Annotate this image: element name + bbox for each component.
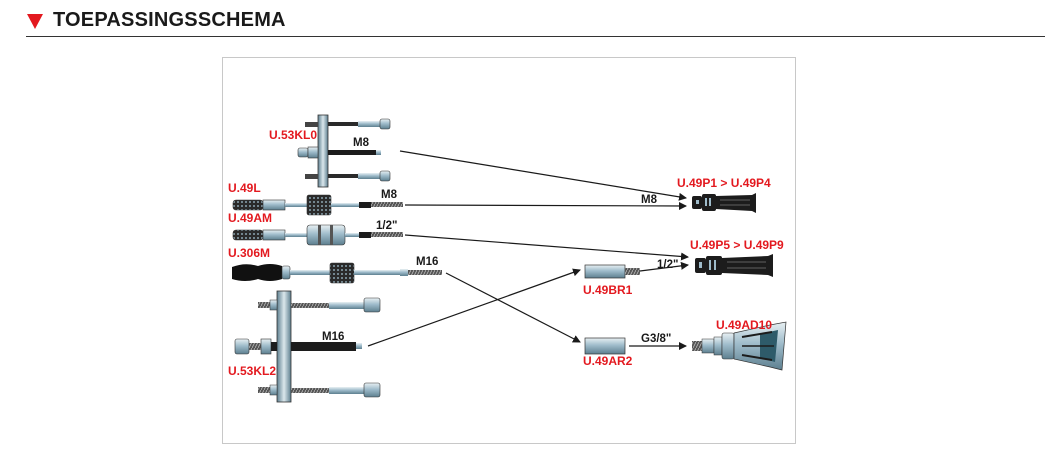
adapter-u49br1[interactable]	[584, 264, 640, 279]
arrow-label-m8: M8	[641, 194, 658, 206]
line-53kl2-to-br1	[367, 268, 581, 347]
line-306m-to-ar2	[445, 272, 581, 343]
tool-u49am[interactable]	[232, 224, 403, 246]
red-triangle-icon	[27, 14, 43, 29]
tool-u49l[interactable]	[232, 194, 403, 216]
label-u49p1-p4: U.49P1 > U.49P4	[677, 176, 771, 190]
label-u53kl0: U.53KL0	[269, 128, 317, 142]
line-53kl0-to-p1	[399, 150, 687, 201]
section-title: TOEPASSINGSSCHEMA	[53, 9, 286, 31]
tool-u53kl2[interactable]	[234, 290, 381, 403]
label-u49ad10: U.49AD10	[716, 318, 772, 332]
connection-lines	[367, 150, 689, 350]
diagram-frame	[222, 57, 796, 444]
thread-u49am: 1/2"	[376, 220, 397, 232]
label-u49am: U.49AM	[228, 211, 272, 225]
arrow-label-g38: G3/8"	[641, 333, 671, 345]
thread-u306m: M16	[416, 256, 438, 268]
target-u49p5-p9[interactable]	[695, 254, 773, 277]
label-u49l: U.49L	[228, 181, 261, 195]
line-49am-to-p5	[404, 234, 689, 261]
arrow-label-half-inch: 1/2"	[657, 259, 678, 271]
line-br1-to-p5	[639, 261, 689, 272]
thread-u49l: M8	[381, 189, 398, 201]
thread-u53kl0: M8	[353, 137, 370, 149]
adapter-u49ar2[interactable]	[584, 337, 626, 355]
tool-u306m[interactable]	[232, 262, 442, 284]
label-u306m: U.306M	[228, 246, 270, 260]
thread-u53kl2: M16	[322, 331, 344, 343]
target-u49p1-p4[interactable]	[692, 193, 756, 213]
label-u49ar2: U.49AR2	[583, 354, 633, 368]
label-u49p5-p9: U.49P5 > U.49P9	[690, 238, 784, 252]
label-u49br1: U.49BR1	[583, 283, 633, 297]
section-header: TOEPASSINGSSCHEMA	[26, 8, 1045, 37]
label-u53kl2: U.53KL2	[228, 364, 276, 378]
line-49l-to-p1	[404, 201, 687, 210]
target-u49ad10[interactable]	[692, 321, 787, 371]
tool-u53kl0[interactable]	[297, 114, 391, 188]
